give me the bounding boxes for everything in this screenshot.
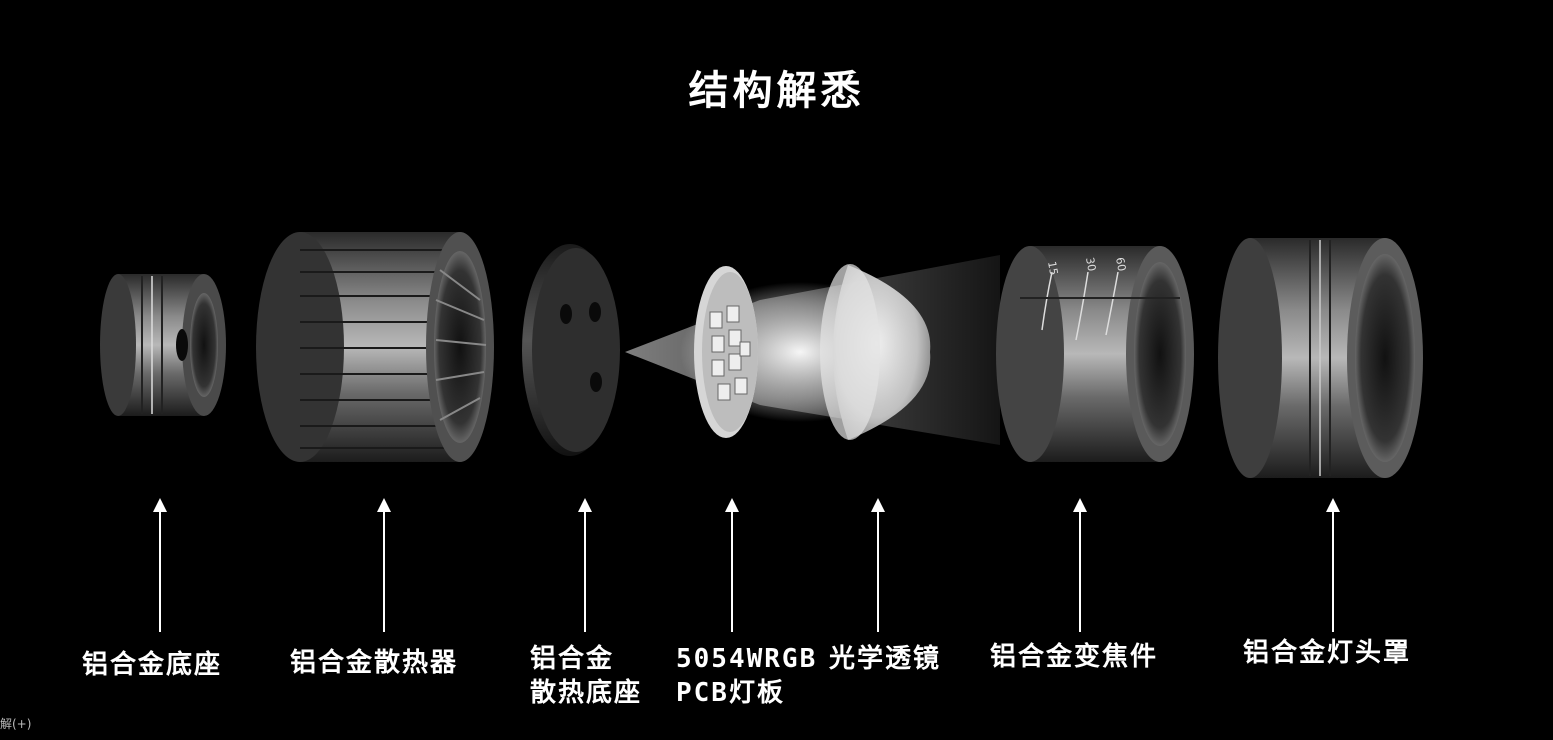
lens-part bbox=[820, 264, 931, 440]
label-lens: 光学透镜 bbox=[829, 644, 942, 674]
pcb-part bbox=[694, 266, 758, 438]
label-base: 铝合金底座 bbox=[82, 650, 223, 680]
label-pcb: 5054WRGB PCB灯板 bbox=[676, 644, 818, 708]
label-cover: 铝合金灯头罩 bbox=[1243, 638, 1412, 668]
arrow-cover bbox=[1326, 498, 1340, 632]
heatsink-part bbox=[256, 232, 494, 462]
zoom-part: 15 30 60 bbox=[996, 246, 1194, 462]
light-beam bbox=[625, 255, 1000, 445]
zoom-mark-60: 60 bbox=[1113, 256, 1128, 272]
corner-text: 解(+) bbox=[0, 717, 32, 731]
cover-part bbox=[1218, 238, 1423, 478]
arrow-zoom bbox=[1073, 498, 1087, 632]
arrow-lens bbox=[871, 498, 885, 632]
zoom-mark-15: 15 bbox=[1045, 260, 1060, 276]
arrow-heatsink-base bbox=[578, 498, 592, 632]
heatsink-base-part bbox=[522, 244, 620, 456]
label-heatsink-base: 铝合金 散热底座 bbox=[530, 644, 643, 708]
diagram-title: 结构解悉 bbox=[688, 68, 865, 114]
label-zoom: 铝合金变焦件 bbox=[990, 642, 1159, 672]
base-part bbox=[100, 274, 226, 416]
arrow-base bbox=[153, 498, 167, 632]
zoom-mark-30: 30 bbox=[1083, 256, 1098, 272]
arrow-heatsink bbox=[377, 498, 391, 632]
label-heatsink: 铝合金散热器 bbox=[290, 648, 459, 678]
arrow-pcb bbox=[725, 498, 739, 632]
